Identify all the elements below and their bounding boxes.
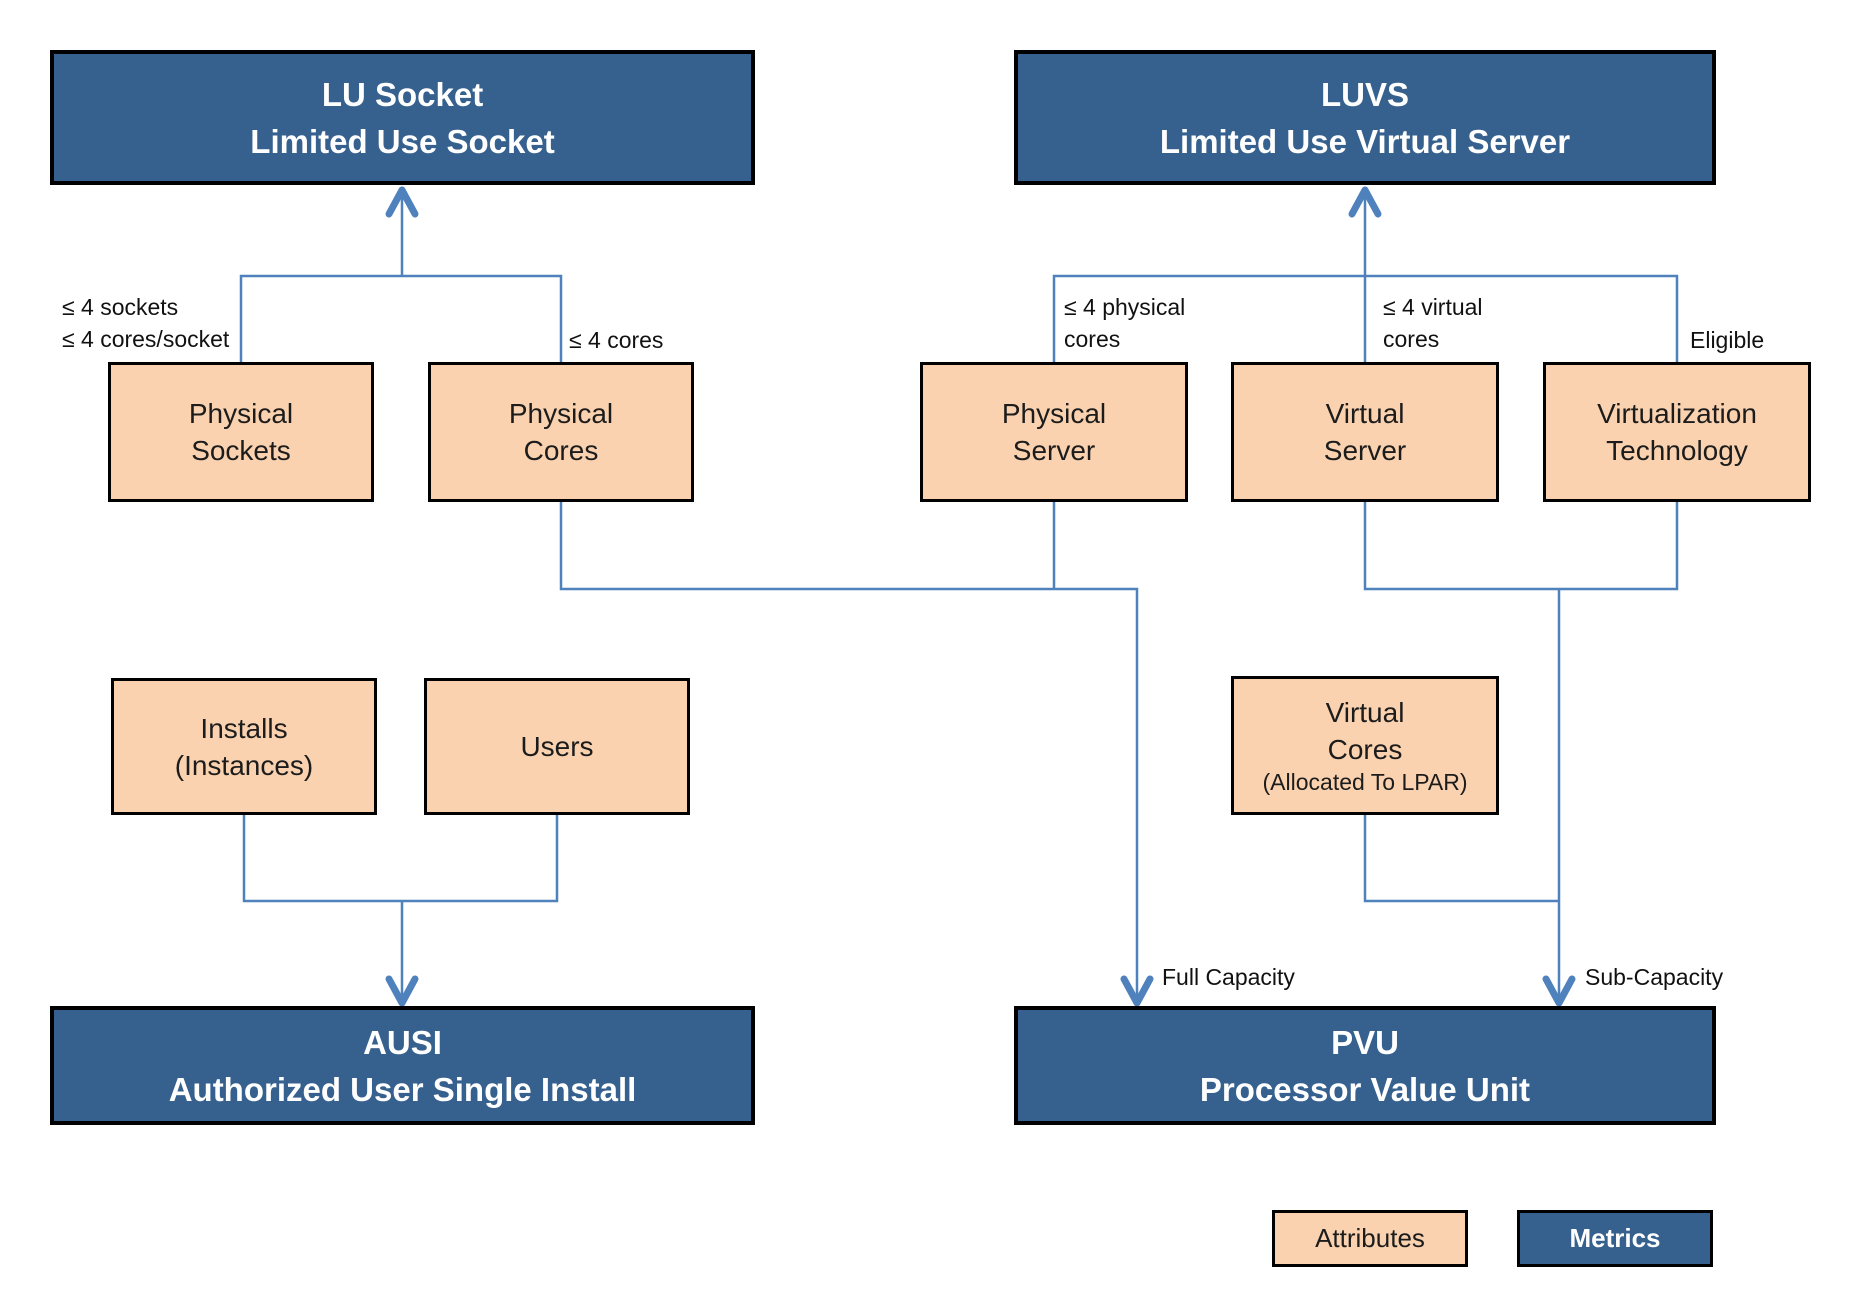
metric-abbr: LUVS (1320, 75, 1409, 113)
attribute-box-virtualization-technology: Virtualization Technology (1543, 362, 1811, 502)
attribute-label: (Instances) (174, 749, 314, 781)
metric-box-pvu: PVU Processor Value Unit (1014, 1006, 1716, 1125)
legend-attributes-label: Attributes (1315, 1223, 1425, 1253)
edge-label-lu-socket-constraint: ≤ 4 sockets ≤ 4 cores/socket (62, 291, 229, 355)
attribute-label: Server (1012, 435, 1096, 466)
metric-abbr: AUSI (363, 1023, 442, 1061)
edge-label-line: Eligible (1690, 327, 1765, 353)
metric-box-ausi: AUSI Authorized User Single Install (50, 1006, 755, 1125)
metric-name: Processor Value Unit (1199, 1070, 1531, 1108)
metric-name: Authorized User Single Install (168, 1070, 637, 1108)
metric-abbr: LU Socket (321, 75, 484, 113)
metric-name: Limited Use Virtual Server (1159, 122, 1571, 160)
attribute-label: Cores (523, 435, 599, 466)
metric-name: Limited Use Socket (250, 122, 555, 160)
attribute-label: Physical (508, 398, 614, 429)
legend-metrics-label: Metrics (1569, 1223, 1661, 1253)
attribute-label: Physical (1001, 398, 1107, 429)
attribute-box-physical-server: Physical Server (920, 362, 1188, 502)
edge-label-line: ≤ 4 physical (1064, 294, 1186, 320)
attribute-box-installs: Installs (Instances) (111, 678, 377, 815)
attribute-box-physical-sockets: Physical Sockets (108, 362, 374, 502)
edge-label-line: ≤ 4 cores/socket (62, 326, 230, 352)
legend-metrics: Metrics (1517, 1210, 1713, 1267)
attribute-label: Virtualization (1597, 398, 1757, 429)
attribute-box-users: Users (424, 678, 690, 815)
edge-label-eligible: Eligible (1690, 324, 1764, 356)
attribute-label: Virtual (1325, 398, 1405, 429)
edge-label-line: cores (1064, 326, 1121, 352)
edge-label-full-capacity: Full Capacity (1162, 961, 1295, 993)
arrow-up-luvs-icon (1348, 186, 1382, 218)
attribute-label: Virtual (1325, 697, 1405, 728)
arrow-down-ausi-icon (385, 975, 419, 1007)
legend-attributes: Attributes (1272, 1210, 1468, 1267)
attribute-label: Sockets (191, 435, 291, 466)
attribute-label: Cores (1327, 734, 1403, 765)
edge-lu-socket-tree (239, 196, 563, 362)
attribute-label: Server (1323, 435, 1407, 466)
attribute-box-virtual-cores: Virtual Cores (Allocated To LPAR) (1231, 676, 1499, 815)
edge-label-virtual-server-constraint: ≤ 4 virtual cores (1383, 291, 1483, 355)
metric-box-luvs: LUVS Limited Use Virtual Server (1014, 50, 1716, 185)
attribute-box-virtual-server: Virtual Server (1231, 362, 1499, 502)
attribute-label: Users (520, 731, 594, 762)
edge-label-sub-capacity: Sub-Capacity (1585, 961, 1723, 993)
edge-label-line: ≤ 4 cores (569, 327, 664, 353)
edge-label-line: ≤ 4 virtual (1383, 294, 1483, 320)
attribute-label: Technology (1606, 435, 1748, 466)
metric-abbr: PVU (1331, 1023, 1399, 1061)
edge-label-cores-constraint: ≤ 4 cores (569, 324, 663, 356)
attribute-label: Installs (200, 712, 288, 744)
arrow-up-lu-socket-icon (385, 186, 419, 218)
edge-label-physical-server-constraint: ≤ 4 physical cores (1064, 291, 1185, 355)
arrow-down-full-capacity-icon (1120, 975, 1154, 1007)
edge-label-line: Full Capacity (1162, 964, 1295, 990)
edge-sub-capacity (1363, 502, 1679, 999)
attribute-sublabel: (Allocated To LPAR) (1262, 769, 1468, 795)
attribute-box-physical-cores: Physical Cores (428, 362, 694, 502)
attribute-label: Physical (188, 398, 294, 429)
edge-label-line: Sub-Capacity (1585, 964, 1724, 990)
edge-luvs-tree (1052, 196, 1679, 362)
edge-label-line: cores (1383, 326, 1440, 352)
edge-label-line: ≤ 4 sockets (62, 294, 179, 320)
edge-full-capacity (559, 502, 1139, 999)
metric-box-lu-socket: LU Socket Limited Use Socket (50, 50, 755, 185)
edge-ausi-tree (242, 815, 559, 999)
arrow-down-sub-capacity-icon (1542, 975, 1576, 1007)
